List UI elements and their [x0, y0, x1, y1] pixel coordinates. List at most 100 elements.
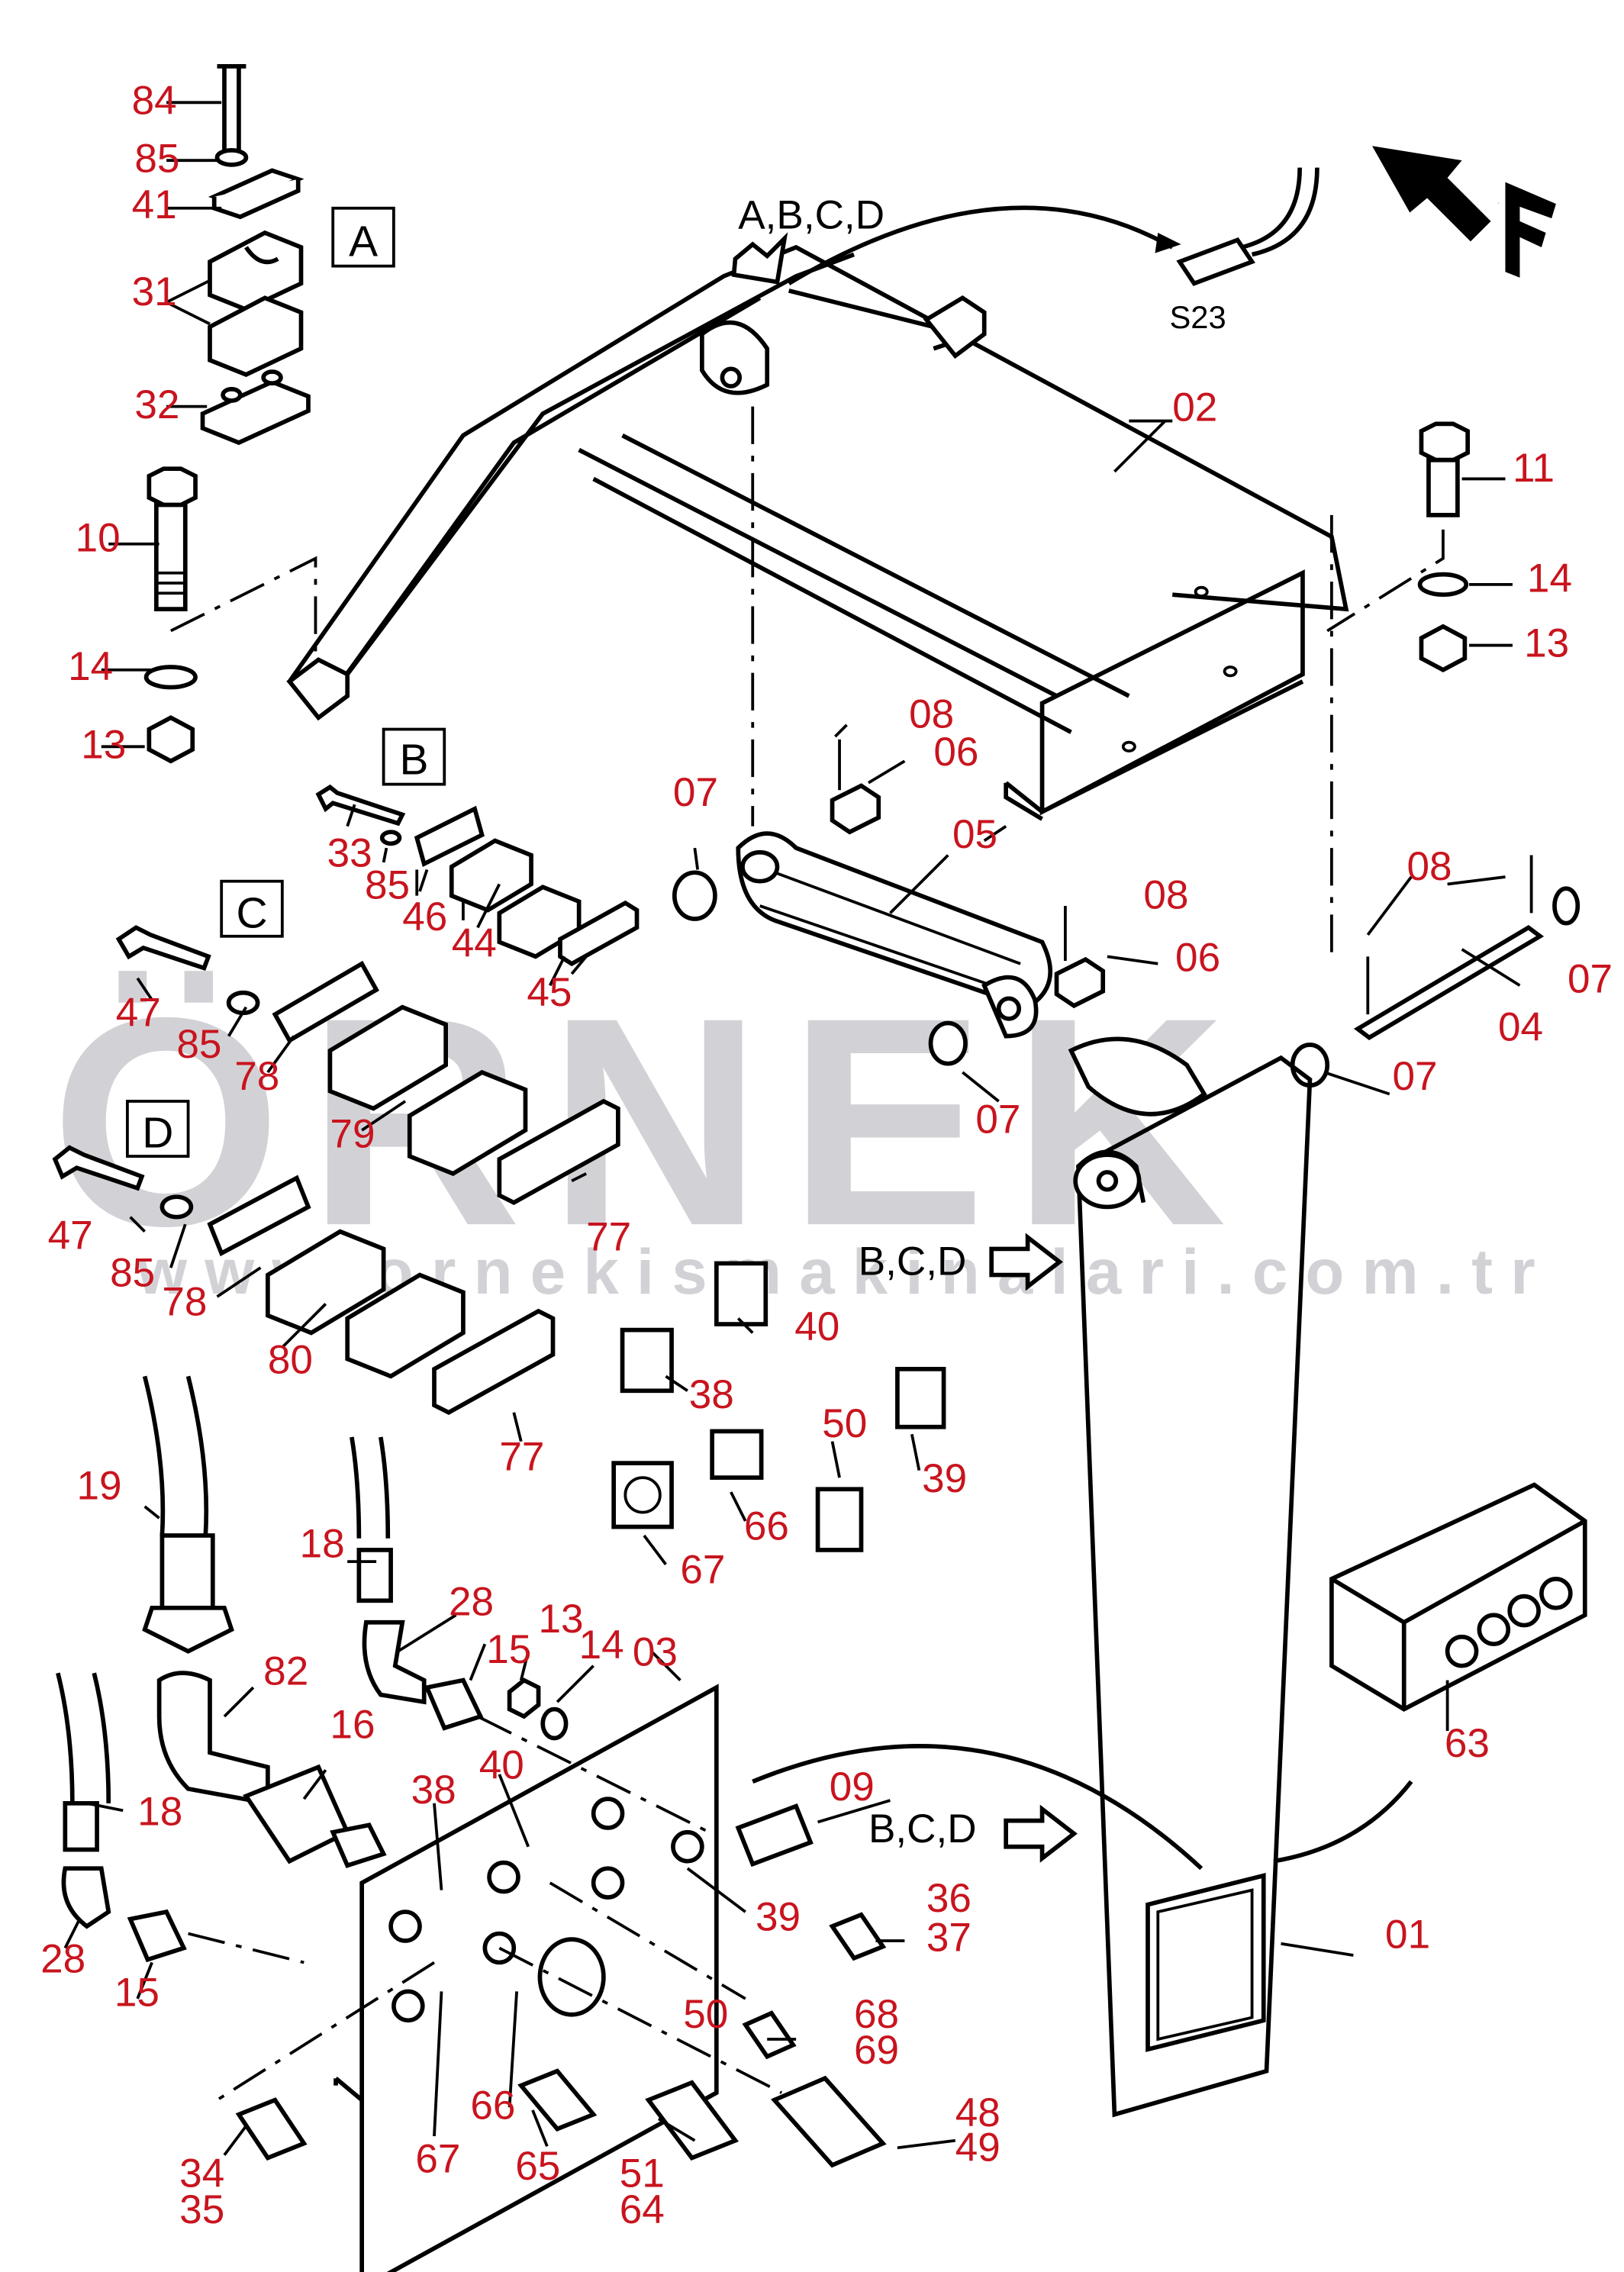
part-label: 09: [830, 1764, 875, 1810]
hydraulic-fittings: [56, 1375, 814, 1963]
part-label: 66: [470, 2083, 515, 2128]
part-label: 07: [1568, 957, 1613, 1002]
part-label: 14: [579, 1623, 624, 1668]
callout-bcd-upper: B,C,D: [859, 1239, 967, 1284]
part-label: 79: [330, 1112, 375, 1157]
clamp-set-a: A: [166, 64, 395, 446]
part-label: 46: [402, 894, 447, 939]
part-label: 50: [822, 1401, 867, 1446]
leader-lines: [63, 420, 1521, 2156]
part-label: 13: [539, 1597, 584, 1642]
part-label: 47: [116, 990, 161, 1035]
part-label: 19: [77, 1464, 122, 1509]
part-label: 13: [1524, 621, 1569, 666]
sensor-label: S23: [1169, 299, 1226, 335]
part-label: 45: [527, 970, 572, 1015]
part-label: 48: [955, 2090, 1000, 2135]
part-label: 66: [744, 1504, 789, 1549]
top-callout: A,B,C,D S23: [731, 167, 1320, 335]
hydraulic-cylinder: [672, 739, 1580, 1088]
part-label: 10: [76, 515, 121, 560]
part-label: 39: [922, 1456, 967, 1501]
detail-label-a: A: [349, 217, 378, 266]
detail-label-b: B: [399, 735, 428, 784]
part-label: 06: [1175, 935, 1220, 980]
part-label: 65: [515, 2144, 560, 2189]
part-label: 84: [132, 78, 177, 123]
part-label: 36: [926, 1876, 972, 1921]
part-label: 85: [134, 136, 179, 181]
part-label: 82: [263, 1648, 308, 1694]
part-label: 02: [1172, 385, 1217, 430]
part-label: 40: [479, 1743, 524, 1788]
part-label: 77: [586, 1214, 631, 1259]
detail-label-c: C: [236, 888, 267, 937]
part-label: 18: [300, 1521, 345, 1566]
bolt-set-left: [101, 466, 317, 764]
part-label: 67: [680, 1548, 725, 1593]
part-label: 85: [176, 1022, 221, 1067]
part-label: 49: [955, 2125, 1000, 2170]
part-label: 04: [1498, 1004, 1543, 1049]
part-label: 69: [854, 2028, 899, 2073]
part-label: 78: [162, 1280, 207, 1325]
part-label: 11: [1513, 446, 1555, 491]
part-label: 01: [1385, 1913, 1430, 1958]
callout-bcd-lower: B,C,D: [868, 1806, 977, 1851]
part-label: 07: [975, 1097, 1020, 1142]
part-label: 28: [449, 1579, 494, 1624]
part-label: 51: [620, 2151, 665, 2196]
direction-indicator: F: [1371, 146, 1556, 278]
part-label: 38: [411, 1768, 456, 1813]
part-label: 77: [499, 1435, 544, 1480]
part-label: 40: [794, 1304, 839, 1349]
part-label: 18: [137, 1789, 182, 1834]
part-label: 07: [673, 770, 718, 815]
part-label: 33: [327, 831, 372, 876]
part-label: 80: [268, 1338, 313, 1383]
watermark: ÖRNEK w w w . o r n e k i s m a k i n a …: [50, 956, 1535, 1307]
part-label: 31: [132, 269, 177, 314]
clamp-set-d: D: [52, 1100, 556, 1415]
part-label: 08: [909, 692, 954, 737]
control-box: [1329, 1482, 1587, 1712]
part-label: 15: [114, 1970, 160, 2015]
part-label: 16: [330, 1702, 375, 1747]
part-label: 35: [179, 2187, 224, 2232]
detail-label-d: D: [142, 1109, 173, 1158]
part-label: 34: [179, 2151, 224, 2196]
bolt-set-right: [1326, 421, 1513, 673]
direction-letter: F: [1498, 203, 1500, 205]
part-label: 50: [683, 1992, 728, 2037]
part-label: 85: [110, 1251, 155, 1296]
part-label: 14: [1527, 556, 1572, 601]
clamp-set-b: B: [315, 727, 640, 975]
part-number-labels: 84 85 41 31 32 10 14 13 02 11 14 13 33 8…: [40, 78, 1613, 2232]
part-label: 44: [452, 920, 497, 965]
part-label: 05: [952, 812, 997, 857]
part-label: 07: [1393, 1054, 1438, 1099]
part-label: 38: [689, 1372, 734, 1417]
part-label: 15: [486, 1627, 531, 1672]
part-label: 78: [234, 1054, 279, 1099]
part-label: 39: [756, 1895, 801, 1940]
part-label: 64: [620, 2187, 665, 2232]
part-label: 67: [415, 2136, 460, 2181]
part-label: 37: [926, 1915, 972, 1960]
decal-set: [611, 1261, 946, 1552]
part-label: 03: [633, 1630, 678, 1675]
part-label: 14: [68, 644, 113, 689]
quick-couplers: [235, 1912, 887, 2168]
part-label: 32: [134, 382, 179, 427]
callout-abcd: A,B,C,D: [738, 192, 884, 237]
part-label: 63: [1445, 1721, 1490, 1766]
clamp-set-c: C: [115, 879, 620, 1205]
part-label: 06: [933, 730, 978, 775]
part-label: 28: [40, 1937, 85, 1982]
part-label: 41: [132, 182, 177, 227]
part-label: 47: [48, 1213, 93, 1258]
support-arm: B,C,D B,C,D: [752, 1036, 1413, 2118]
part-label: 08: [1407, 844, 1452, 889]
part-label: 85: [365, 862, 410, 907]
